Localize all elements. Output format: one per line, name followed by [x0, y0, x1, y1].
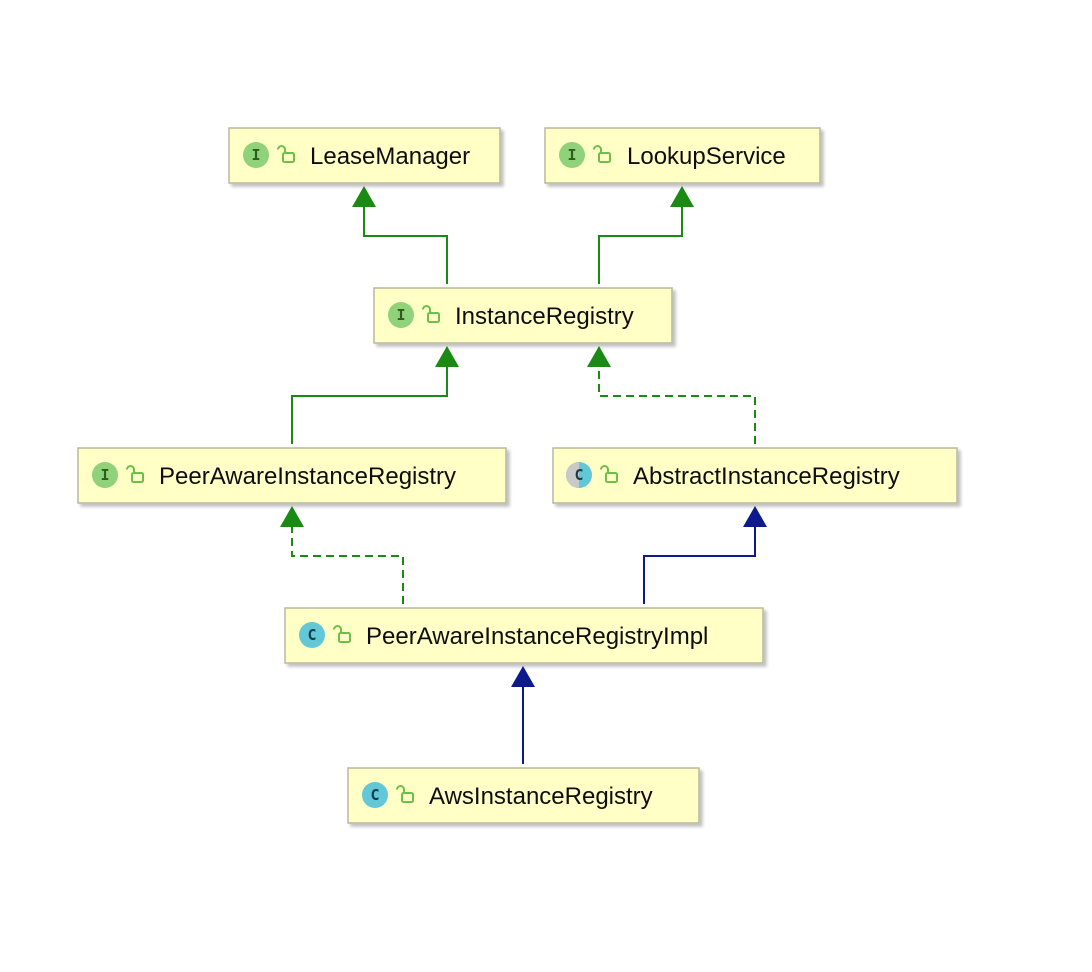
- edge-peer-aware-to-instance-registry: [291, 346, 459, 444]
- interface-badge-letter: I: [567, 146, 576, 164]
- edge-abstract-to-instance-registry: [587, 346, 756, 444]
- edge-line: [291, 366, 448, 444]
- unlock-icon: [600, 465, 618, 483]
- edge-arrowhead: [352, 186, 376, 207]
- node-label: PeerAwareInstanceRegistry: [159, 463, 456, 490]
- interface-badge-letter: I: [396, 306, 405, 324]
- edge-line: [598, 206, 683, 284]
- node-lease-manager[interactable]: I LeaseManager: [228, 127, 501, 184]
- node-peer-aware-instance-registry[interactable]: I PeerAwareInstanceRegistry: [77, 447, 507, 504]
- node-label: AwsInstanceRegistry: [429, 783, 653, 810]
- node-box: [228, 127, 501, 184]
- interface-badge-icon: [92, 462, 118, 488]
- interface-badge-icon: [388, 302, 414, 328]
- node-peer-aware-instance-registry-impl[interactable]: C PeerAwareInstanceRegistryImpl: [284, 607, 764, 664]
- class-badge-letter: C: [370, 786, 379, 804]
- node-box: [552, 447, 958, 504]
- class-badge-icon: [362, 782, 388, 808]
- edge-aws-to-impl: [511, 666, 535, 764]
- node-label: LookupService: [627, 143, 786, 170]
- interface-badge-icon: [243, 142, 269, 168]
- edge-arrowhead: [670, 186, 694, 207]
- edges: [280, 186, 767, 764]
- node-label: PeerAwareInstanceRegistryImpl: [366, 623, 708, 650]
- class-badge-letter: C: [307, 626, 316, 644]
- edge-arrowhead: [511, 666, 535, 687]
- node-lookup-service[interactable]: I LookupService: [544, 127, 821, 184]
- unlock-icon: [126, 465, 144, 483]
- node-box: [544, 127, 821, 184]
- edge-arrowhead: [743, 506, 767, 527]
- interface-badge-letter: I: [100, 466, 109, 484]
- edge-impl-to-peer-aware: [280, 506, 404, 604]
- edge-line: [291, 526, 404, 604]
- edge-arrowhead: [587, 346, 611, 367]
- node-label: LeaseManager: [310, 143, 470, 170]
- interface-badge-letter: I: [251, 146, 260, 164]
- edge-impl-to-abstract: [643, 506, 767, 604]
- node-box: [373, 287, 673, 344]
- unlock-icon: [396, 785, 414, 803]
- node-abstract-instance-registry[interactable]: C AbstractInstanceRegistry: [552, 447, 958, 504]
- node-box: [284, 607, 764, 664]
- node-label: InstanceRegistry: [455, 303, 634, 330]
- node-label: AbstractInstanceRegistry: [633, 463, 900, 490]
- unlock-icon: [422, 305, 440, 323]
- node-box: [77, 447, 507, 504]
- edge-line: [363, 206, 448, 284]
- node-instance-registry[interactable]: I InstanceRegistry: [373, 287, 673, 344]
- unlock-icon: [277, 145, 295, 163]
- edge-instance-registry-to-lease-manager: [352, 186, 448, 284]
- edge-arrowhead: [280, 506, 304, 527]
- edge-line: [598, 366, 756, 444]
- node-box: [347, 767, 700, 824]
- edge-arrowhead: [435, 346, 459, 367]
- abstract-class-badge-icon: C: [566, 462, 592, 488]
- class-badge-icon: [299, 622, 325, 648]
- unlock-icon: [593, 145, 611, 163]
- interface-badge-icon: [559, 142, 585, 168]
- edge-line: [643, 526, 756, 604]
- svg-text:C: C: [574, 466, 583, 484]
- edge-instance-registry-to-lookup-service: [598, 186, 694, 284]
- unlock-icon: [333, 625, 351, 643]
- node-aws-instance-registry[interactable]: C AwsInstanceRegistry: [347, 767, 700, 824]
